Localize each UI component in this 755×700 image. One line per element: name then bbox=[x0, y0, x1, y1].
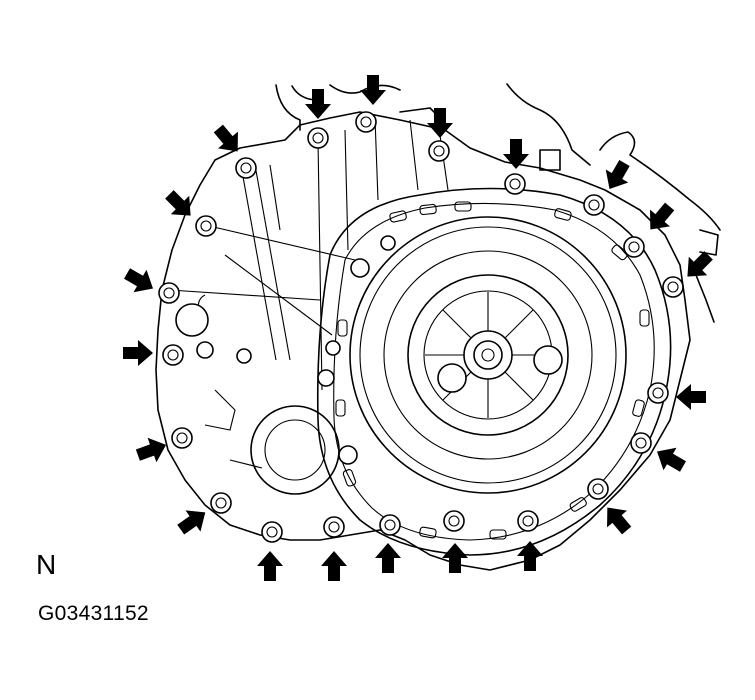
bolt bbox=[162, 344, 184, 366]
bolt-location-arrow-icon bbox=[177, 510, 206, 535]
bolts bbox=[158, 111, 684, 543]
housing-outline bbox=[155, 111, 691, 571]
bolt bbox=[261, 521, 283, 543]
bolt-location-arrow-icon bbox=[427, 108, 453, 138]
figure-code: G03431152 bbox=[38, 602, 149, 625]
bolt-location-arrow-icon bbox=[650, 202, 675, 230]
bolt bbox=[630, 432, 652, 454]
bolt-location-arrow-icon bbox=[687, 251, 713, 277]
bolt bbox=[195, 215, 217, 237]
bolt-location-arrow-icon bbox=[213, 124, 238, 152]
bolt-location-arrow-icon bbox=[360, 75, 386, 105]
bolt-location-arrow-icon bbox=[605, 160, 630, 189]
bolt bbox=[171, 427, 193, 449]
bolt bbox=[662, 276, 684, 298]
bolt-location-arrow-icon bbox=[607, 507, 632, 535]
flange-slots bbox=[335, 201, 650, 540]
bolt bbox=[623, 236, 645, 258]
bell-flange bbox=[316, 187, 672, 556]
bolt bbox=[428, 140, 450, 162]
bolt-location-arrow-icon bbox=[165, 190, 191, 216]
bolt-location-arrow-icon bbox=[124, 268, 153, 293]
bolt-location-arrow-icon bbox=[257, 551, 283, 581]
bolt bbox=[158, 282, 180, 304]
bolt-location-arrow-icon bbox=[503, 139, 529, 169]
bolt bbox=[504, 173, 526, 195]
bolt-location-arrow-icon bbox=[375, 543, 401, 573]
bolt bbox=[647, 382, 669, 404]
bolt-location-arrow-icon bbox=[517, 541, 543, 571]
bolt bbox=[379, 514, 401, 536]
bolt-location-arrow-icon bbox=[321, 551, 347, 581]
torque-converter bbox=[349, 216, 627, 494]
view-label: N bbox=[36, 549, 57, 580]
bolt bbox=[235, 157, 257, 179]
case-ribs bbox=[169, 117, 449, 469]
bolt bbox=[583, 194, 605, 216]
case-ports bbox=[175, 235, 396, 495]
bolt-location-arrow-icon bbox=[442, 543, 468, 573]
bolt bbox=[307, 127, 329, 149]
bolt bbox=[587, 478, 609, 500]
bolt-location-arrow-icon bbox=[123, 340, 153, 366]
bolt-location-arrow-icon bbox=[657, 447, 686, 472]
bolt bbox=[517, 510, 539, 532]
bolt-arrows bbox=[123, 75, 713, 581]
bolt bbox=[323, 516, 345, 538]
upper-components bbox=[275, 83, 721, 323]
bolt bbox=[355, 111, 377, 133]
bolt-location-arrow-icon bbox=[305, 89, 331, 119]
bolt bbox=[443, 510, 465, 532]
bolt-location-arrow-icon bbox=[135, 437, 167, 463]
bolt-location-arrow-icon bbox=[676, 384, 706, 410]
bolt bbox=[210, 492, 232, 514]
